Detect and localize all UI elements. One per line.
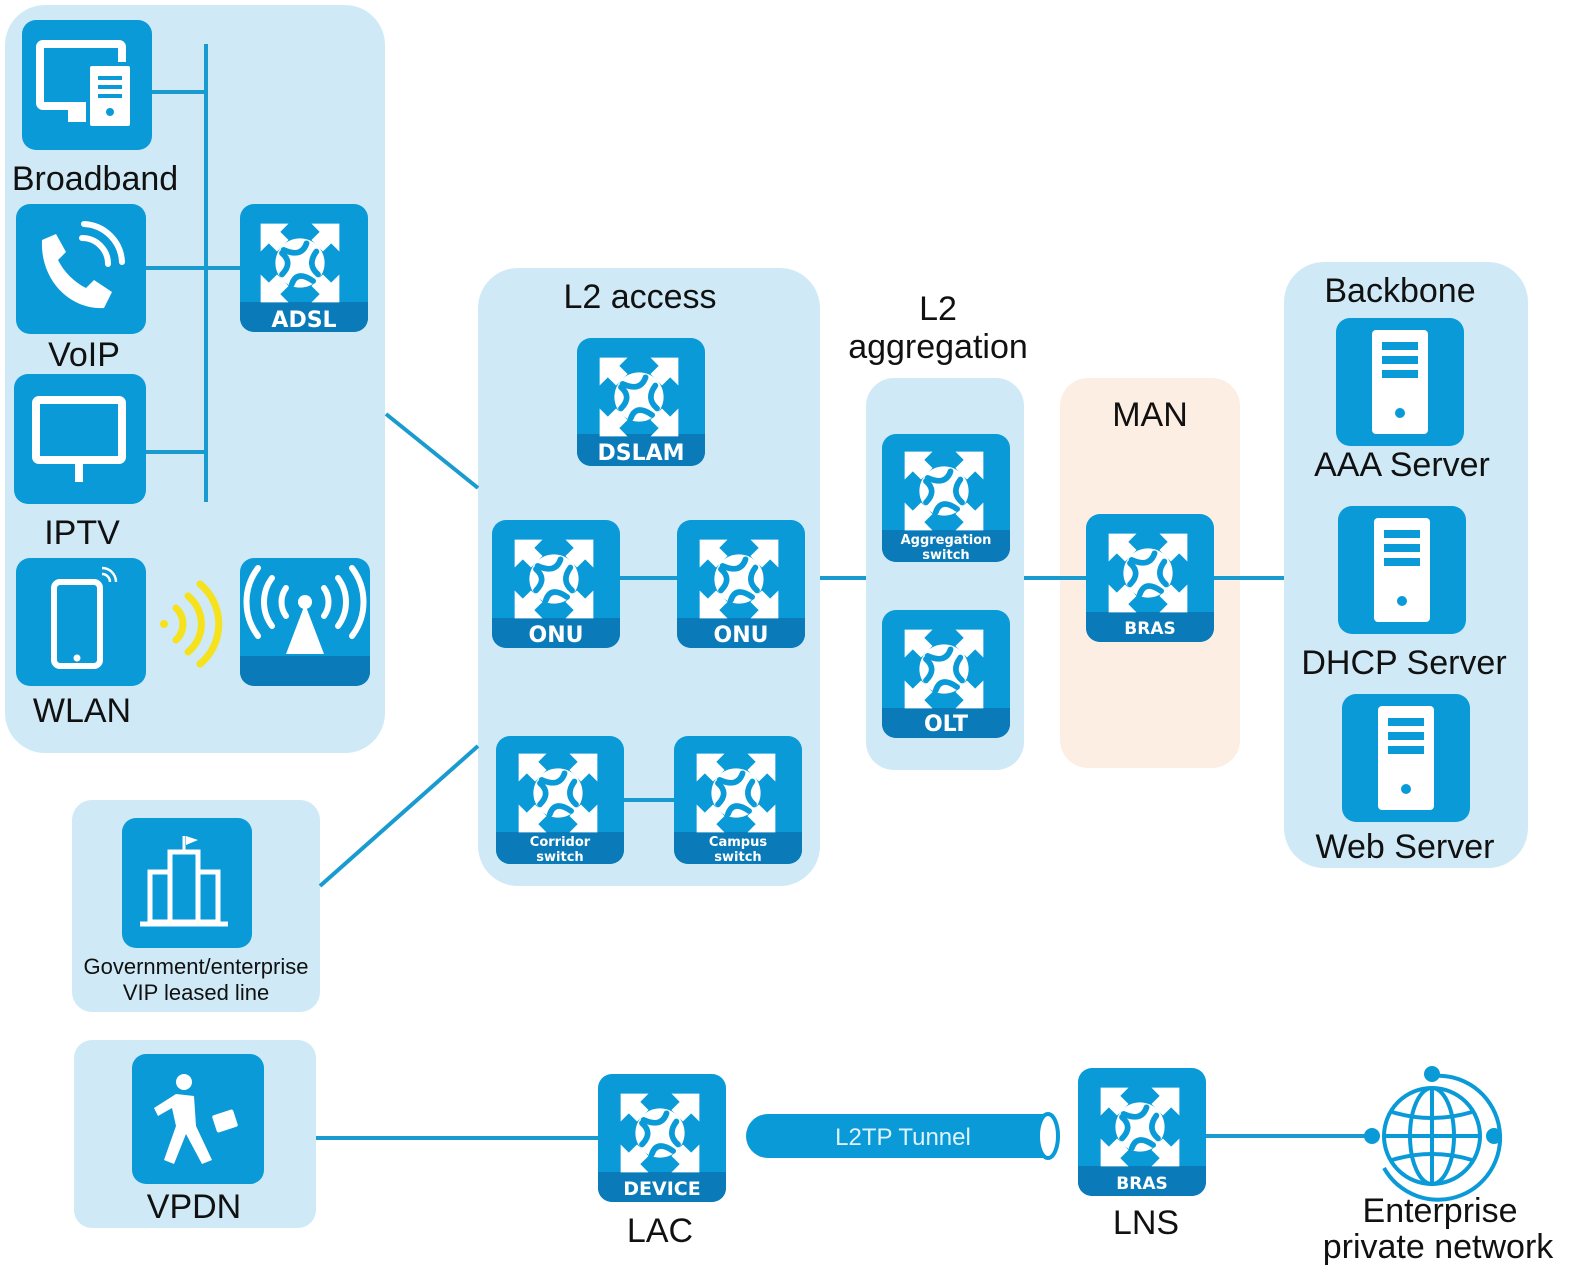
dslam-switch-icon [577,338,705,466]
lns-device-label: BRAS [1116,1174,1167,1194]
olt-switch-icon [882,610,1010,738]
broadband-pc-icon [22,20,152,150]
campus-label-line1: Campus [709,835,767,850]
l2tp-tunnel-label: L2TP Tunnel [835,1124,971,1151]
lac-device-label: DEVICE [623,1178,700,1200]
lns-bras-icon [1078,1068,1206,1196]
enterprise-globe-icon [1364,1066,1503,1202]
government-building-icon [122,818,252,948]
campus-label-line2: switch [714,850,761,865]
aggregation-label-line2: switch [922,548,969,563]
onu-2-switch-icon [677,520,805,648]
wireless-signal-icon [160,580,223,668]
dhcp-server-label: DHCP Server [1301,644,1506,682]
l2tp-tunnel [746,1112,1060,1160]
campus-switch-icon [674,736,802,864]
enterprise-label-line1: Enterprise [1363,1192,1518,1230]
access-point-icon [240,558,370,686]
olt-label: OLT [924,712,968,737]
voip-label: VoIP [48,336,120,374]
dslam-label: DSLAM [597,441,684,466]
adsl-switch-icon [240,204,368,332]
corridor-label-line2: switch [536,850,583,865]
dhcp-server-icon [1338,506,1466,634]
onu-1-label: ONU [529,623,584,648]
corridor-switch-icon [496,736,624,864]
client-to-access-link [384,412,480,490]
lns-label: LNS [1113,1204,1179,1242]
broadband-label: Broadband [12,160,178,198]
l2-access-title: L2 access [563,278,716,316]
l2-aggregation-title-line1: L2 [919,290,957,328]
links [146,44,1370,1140]
government-label-line1: Government/enterprise [84,954,309,979]
wlan-phone-icon [16,558,146,686]
adsl-label: ADSL [271,308,336,333]
voip-phone-icon [16,204,146,334]
web-server-label: Web Server [1316,828,1495,866]
lac-label: LAC [627,1212,693,1250]
onu-2-label: ONU [714,623,769,648]
wlan-label: WLAN [33,692,131,730]
enterprise-label-line2: private network [1323,1228,1555,1266]
vpdn-traveler-icon [132,1054,264,1184]
man-title: MAN [1112,396,1188,434]
aggregation-label-line1: Aggregation [901,533,992,548]
iptv-monitor-icon [14,374,146,504]
government-label-line2: VIP leased line [123,980,269,1005]
corridor-label-line1: Corridor [530,835,591,850]
backbone-title: Backbone [1324,272,1475,310]
lac-device-icon [598,1074,726,1202]
aaa-server-label: AAA Server [1314,446,1490,484]
web-server-icon [1342,694,1470,822]
onu-1-switch-icon [492,520,620,648]
aggregation-switch-icon [882,434,1010,562]
vpdn-label: VPDN [147,1188,241,1226]
iptv-label: IPTV [44,514,120,552]
government-to-access-link [318,744,480,888]
bras-man-label: BRAS [1124,619,1175,639]
bras-man-switch-icon [1086,514,1214,642]
l2-aggregation-title-line2: aggregation [848,328,1028,366]
aaa-server-icon [1336,318,1464,446]
